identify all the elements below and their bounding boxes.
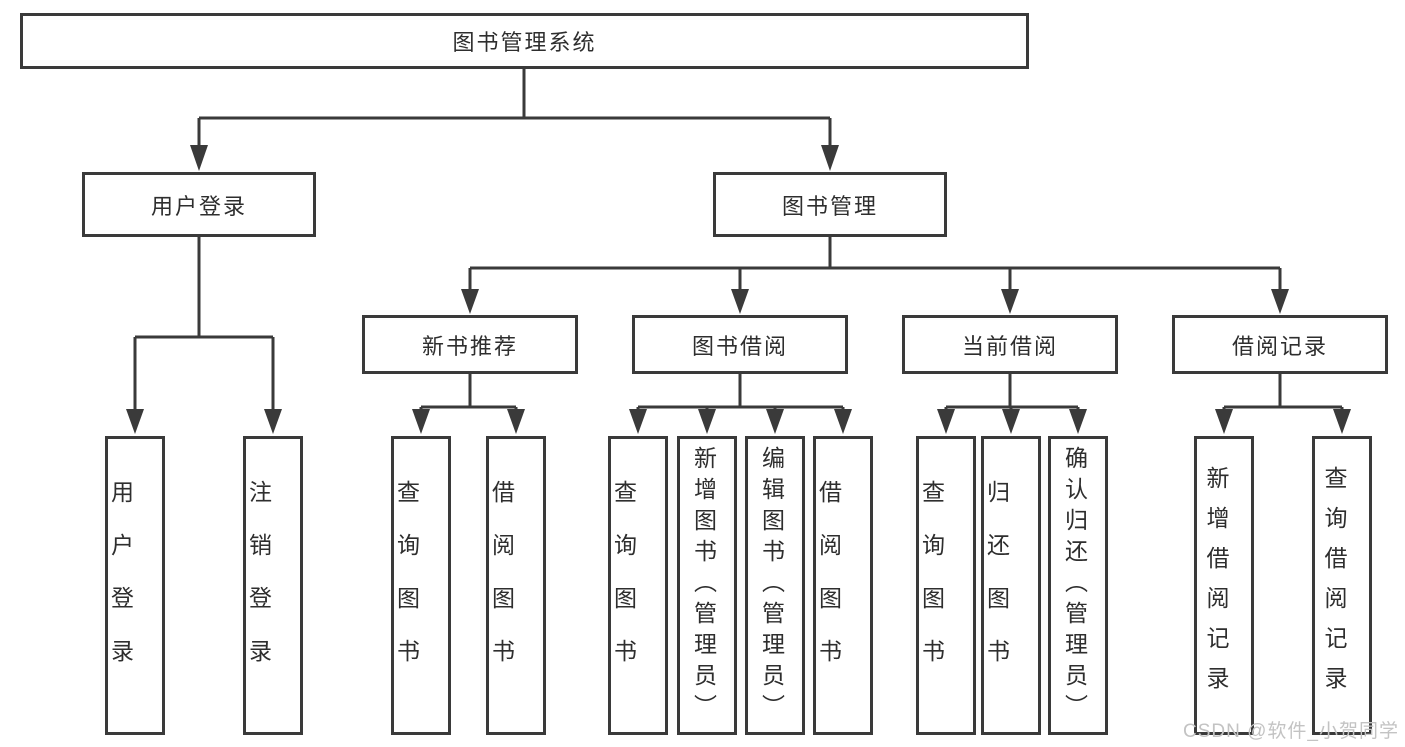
- leaf-borrow-books-borrowing: 借阅图书: [813, 436, 873, 735]
- node-label: 图书管理: [781, 193, 878, 219]
- csdn-watermark: CSDN @软件_小贺同学: [1183, 721, 1399, 742]
- leaf-query-books-borrowing: 查询图书: [608, 436, 668, 735]
- node-label: 编辑图书（管理员）: [758, 446, 785, 725]
- node-label: 确认归还（管理员）: [1061, 446, 1088, 725]
- node-label: 新增图书（管理员）: [690, 446, 717, 725]
- node-user-login: 用户登录: [82, 172, 316, 237]
- leaf-logout-login: 注销登录: [243, 436, 303, 735]
- leaf-query-books-recommend: 查询图书: [391, 436, 451, 735]
- node-label: 新增借阅记录: [1203, 465, 1229, 706]
- leaf-query-borrow-record: 查询借阅记录: [1312, 436, 1372, 735]
- leaf-user-login: 用户登录: [105, 436, 165, 735]
- node-label: 图书借阅: [691, 333, 788, 359]
- node-label: 当前借阅: [961, 333, 1058, 359]
- leaf-query-books-current: 查询图书: [916, 436, 976, 735]
- leaf-add-books-admin: 新增图书（管理员）: [677, 436, 737, 735]
- node-label: 借阅图书: [815, 479, 842, 692]
- node-label: 查询图书: [393, 479, 420, 692]
- node-label: 注销登录: [245, 479, 272, 692]
- node-label: 借阅图书: [488, 479, 515, 692]
- node-book-management: 图书管理: [713, 172, 947, 237]
- node-label: 用户登录: [107, 479, 134, 692]
- node-label: 归还图书: [983, 479, 1010, 692]
- leaf-confirm-return-admin: 确认归还（管理员）: [1048, 436, 1108, 735]
- node-current-borrowing: 当前借阅: [902, 315, 1118, 374]
- leaf-edit-books-admin: 编辑图书（管理员）: [745, 436, 805, 735]
- node-label: 借阅记录: [1231, 333, 1328, 359]
- node-label: 用户登录: [150, 193, 247, 219]
- node-label: 查询图书: [918, 479, 945, 692]
- leaf-borrow-books-recommend: 借阅图书: [486, 436, 546, 735]
- leaf-add-borrow-record: 新增借阅记录: [1194, 436, 1254, 735]
- node-label: 图书管理系统: [452, 30, 597, 55]
- node-book-borrowing: 图书借阅: [632, 315, 848, 374]
- node-borrowing-records: 借阅记录: [1172, 315, 1388, 374]
- leaf-return-books: 归还图书: [981, 436, 1041, 735]
- node-label: 查询借阅记录: [1321, 465, 1347, 706]
- node-label: 新书推荐: [421, 333, 518, 359]
- node-label: 查询图书: [610, 479, 637, 692]
- node-new-book-recommendation: 新书推荐: [362, 315, 578, 374]
- node-library-system: 图书管理系统: [20, 13, 1029, 69]
